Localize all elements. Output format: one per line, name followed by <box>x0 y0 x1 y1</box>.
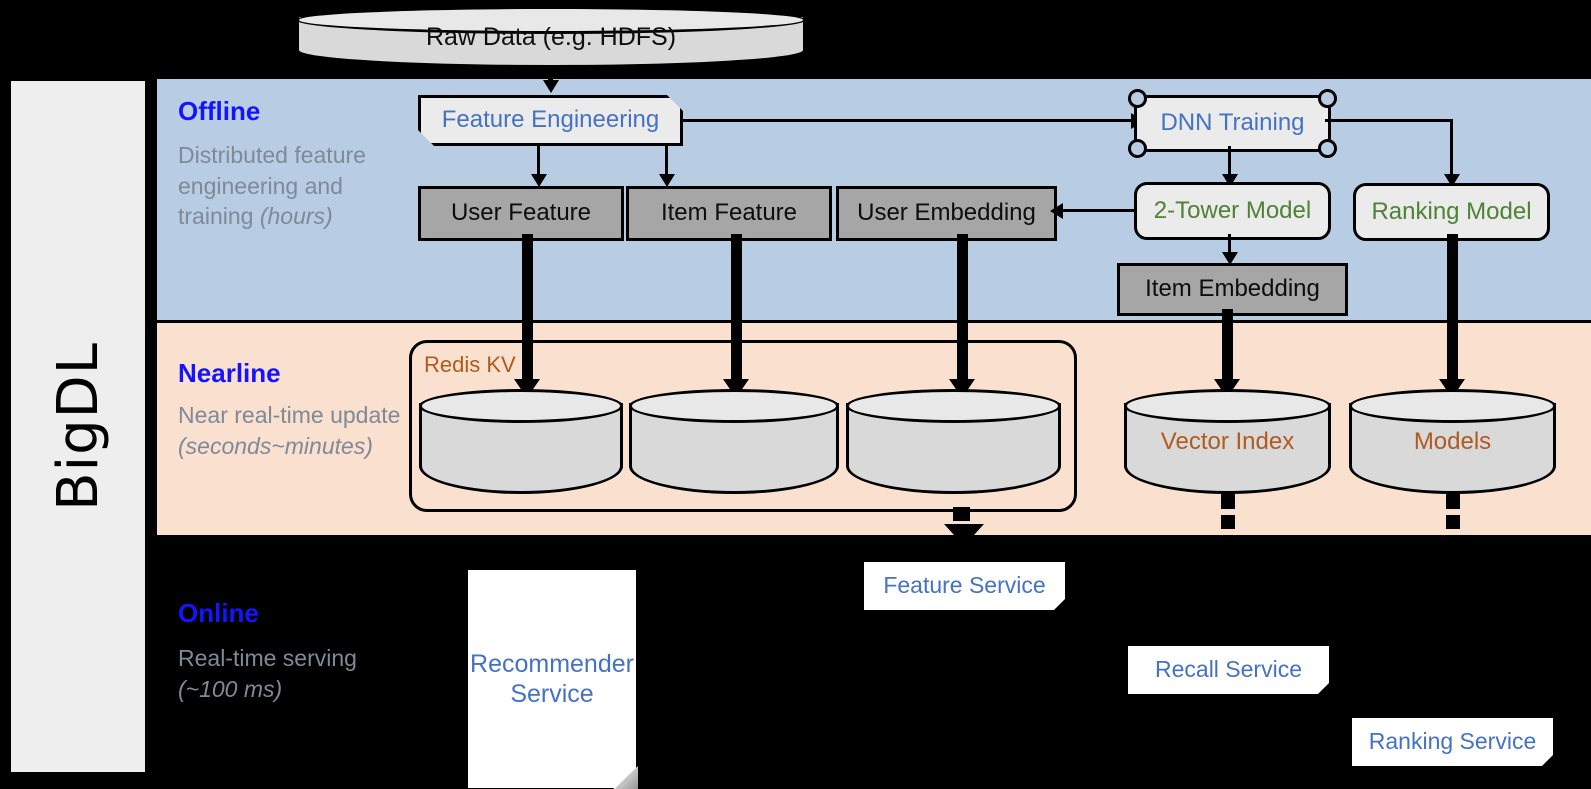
notch-br <box>1318 139 1337 158</box>
feature-engineering-node[interactable]: Feature Engineering <box>418 95 683 146</box>
vector-index-label: Vector Index <box>1160 427 1295 455</box>
dash-redis-featureservice-1 <box>953 507 970 521</box>
pipe-userembedding-store <box>957 234 968 391</box>
redis-kv-container <box>409 340 1077 512</box>
vector-index-cylinder[interactable]: Vector Index <box>1124 389 1331 494</box>
item-feature-store-label <box>629 389 839 494</box>
pipe-itemembedding-vectorindex <box>1222 309 1233 391</box>
recall-service-node[interactable]: Recall Service <box>1128 646 1329 694</box>
two-tower-model-label: 2-Tower Model <box>1153 196 1312 224</box>
models-label: Models <box>1413 427 1492 455</box>
dnn-training-node[interactable]: DNN Training <box>1128 89 1337 158</box>
pipe-itemfeature-store <box>731 234 742 391</box>
user-feature-store-label <box>419 389 623 494</box>
arrow-twotower-userembedding-head <box>1050 203 1063 219</box>
models-cylinder[interactable]: Models <box>1349 389 1556 494</box>
ranking-model-label: Ranking Model <box>1371 197 1532 225</box>
arrow-fe-itemfeature-line <box>665 146 668 178</box>
pipe-rankingmodel-models <box>1447 234 1458 391</box>
user-feature-store-cylinder[interactable] <box>419 389 623 494</box>
dash-models-ranking-1 <box>1446 492 1460 509</box>
arrow-dnn-ranking-h <box>1325 119 1453 122</box>
offline-title: Offline <box>178 96 261 126</box>
dash-redis-featureservice-head <box>944 524 984 546</box>
item-feature-store-cylinder[interactable] <box>629 389 839 494</box>
item-feature-label: Item Feature <box>660 199 798 227</box>
arrow-rawdata-fe-line <box>548 66 553 86</box>
feature-service-node[interactable]: Feature Service <box>864 562 1065 610</box>
raw-data-cylinder: Raw Data (e.g. HDFS) <box>296 6 806 68</box>
feature-engineering-label: Feature Engineering <box>441 106 660 134</box>
offline-desc: Distributed feature engineering and trai… <box>178 140 408 232</box>
offline-desc-text: Distributed feature engineering and trai… <box>178 142 366 230</box>
cylinder-top <box>419 389 623 423</box>
two-tower-model-node[interactable]: 2-Tower Model <box>1134 182 1331 240</box>
bigdl-label: BigDL <box>45 342 111 511</box>
offline-desc-em: (hours) <box>259 203 333 230</box>
item-embedding-node[interactable]: Item Embedding <box>1117 263 1348 316</box>
redis-kv-label: Redis KV <box>424 352 516 377</box>
user-embedding-node[interactable]: User Embedding <box>836 186 1057 241</box>
feature-service-label: Feature Service <box>883 572 1046 599</box>
cylinder-top <box>1349 389 1556 423</box>
dash-vectorindex-recall-1 <box>1221 492 1235 509</box>
item-feature-node[interactable]: Item Feature <box>626 186 832 241</box>
arrow-fe-itemfeature-head <box>659 174 675 187</box>
arrow-fe-dnn-line <box>683 119 1134 122</box>
raw-data-label: Raw Data (e.g. HDFS) <box>425 22 677 51</box>
recall-service-label: Recall Service <box>1155 656 1302 683</box>
user-feature-label: User Feature <box>450 199 592 227</box>
online-desc: Real-time serving (~100 ms) <box>178 643 393 704</box>
arrow-fe-userfeature-line <box>537 146 540 178</box>
dash-vectorindex-recall-2 <box>1221 515 1235 529</box>
arrow-fe-userfeature-head <box>531 174 547 187</box>
dnn-training-label: DNN Training <box>1160 109 1305 137</box>
nearline-desc-text: Near real-time update <box>178 402 401 428</box>
user-embedding-store-cylinder[interactable] <box>846 389 1061 494</box>
online-desc-em: (~100 ms) <box>178 675 283 702</box>
ranking-model-node[interactable]: Ranking Model <box>1353 183 1550 241</box>
bigdl-sidebar: BigDL <box>8 78 148 775</box>
arrow-twotower-itememb-head <box>1222 252 1238 265</box>
online-desc-text: Real-time serving <box>178 645 357 671</box>
cylinder-top <box>296 6 806 34</box>
item-embedding-label: Item Embedding <box>1145 275 1320 303</box>
user-embedding-label: User Embedding <box>857 199 1036 227</box>
ranking-service-node[interactable]: Ranking Service <box>1352 718 1553 766</box>
arrow-twotower-userembedding-line <box>1063 209 1134 212</box>
recommender-service-node[interactable]: Recommender Service <box>468 570 636 788</box>
arrow-dnn-twotower-line <box>1228 146 1231 178</box>
user-embedding-store-label <box>846 389 1061 494</box>
online-title: Online <box>178 598 259 628</box>
notch-tl <box>1128 89 1147 108</box>
arrow-twotower-itememb-line <box>1228 234 1231 260</box>
nearline-desc-em: (seconds~minutes) <box>178 432 373 459</box>
cylinder-top <box>1124 389 1331 423</box>
notch-tr <box>1318 89 1337 108</box>
cylinder-top <box>629 389 839 423</box>
user-feature-node[interactable]: User Feature <box>418 186 624 241</box>
dash-models-ranking-2 <box>1446 515 1460 529</box>
cylinder-top <box>846 389 1061 423</box>
recommender-service-label: Recommender Service <box>470 650 634 708</box>
nearline-title: Nearline <box>178 358 281 388</box>
nearline-desc: Near real-time update (seconds~minutes) <box>178 400 413 461</box>
arrow-dnn-ranking-v <box>1450 119 1453 178</box>
arrow-rawdata-fe-head <box>543 80 559 93</box>
pipe-userfeature-store <box>522 234 533 391</box>
ranking-service-label: Ranking Service <box>1368 728 1537 755</box>
notch-bl <box>1128 139 1147 158</box>
